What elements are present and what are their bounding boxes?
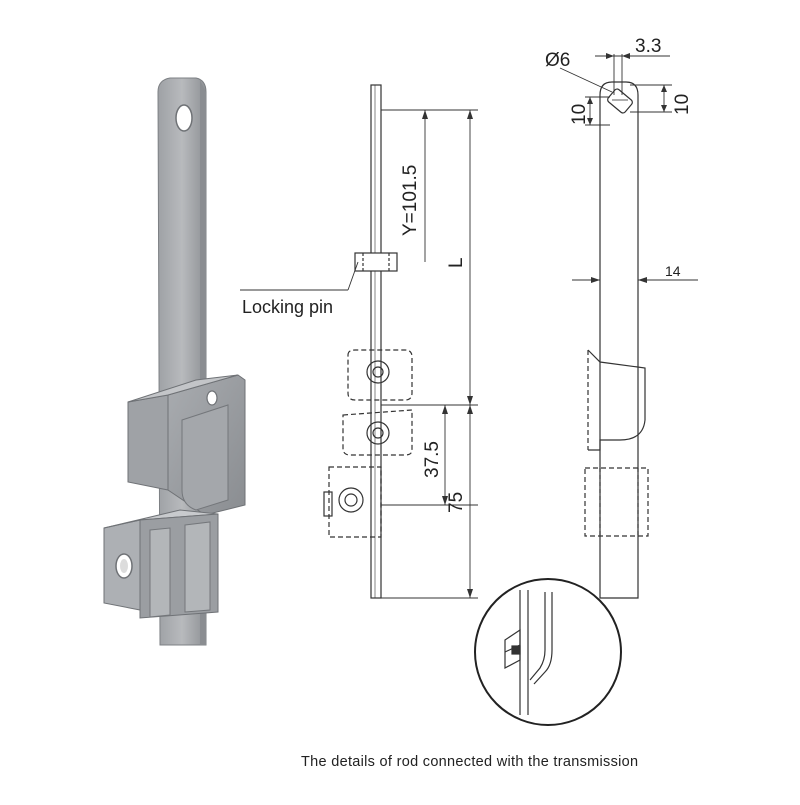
dimension-length: L	[446, 257, 467, 268]
dimension-37-5: 37.5	[422, 441, 443, 478]
detail-view	[474, 578, 622, 726]
side-view-arrows	[587, 53, 667, 283]
dimension-hole-offset: 3.3	[635, 36, 661, 57]
rod-hole	[175, 104, 193, 132]
dimension-height-right: 10	[672, 94, 693, 115]
dimension-hole-diameter: Ø6	[545, 50, 570, 71]
rod-3d-illustration	[103, 77, 246, 646]
locking-pin-label: Locking pin	[242, 297, 333, 317]
dimension-height-left: 10	[569, 104, 590, 125]
front-view-dimensions	[240, 109, 478, 599]
side-view-drawing	[584, 81, 649, 599]
front-view-arrows	[422, 110, 473, 598]
dimension-y-offset: Y=101.5	[400, 165, 421, 236]
caption: The details of rod connected with the tr…	[301, 754, 638, 770]
dimension-width: 14	[665, 263, 681, 279]
dimension-75: 75	[446, 492, 467, 513]
front-view-drawing	[323, 84, 413, 599]
